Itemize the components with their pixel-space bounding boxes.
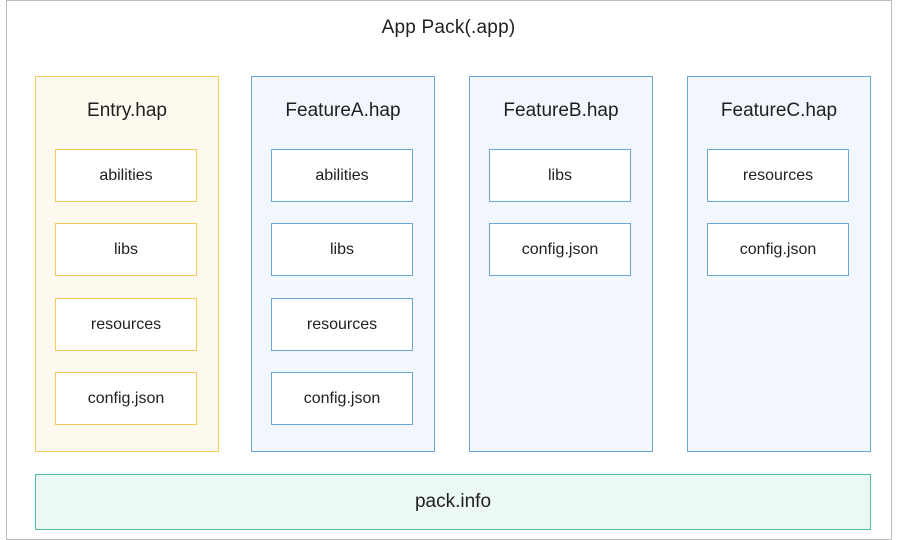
hap-title: Entry.hap xyxy=(87,100,167,121)
entry-hap-box: Entry.hap abilities libs resources confi… xyxy=(35,76,219,452)
hap-title: FeatureA.hap xyxy=(285,100,401,121)
hap-title: FeatureC.hap xyxy=(720,100,838,121)
hap-item-resources: resources xyxy=(707,149,849,202)
hap-title: FeatureB.hap xyxy=(503,100,619,121)
hap-item-config: config.json xyxy=(55,372,197,425)
hap-item-resources: resources xyxy=(55,298,197,351)
hap-item-resources: resources xyxy=(271,298,413,351)
hap-item-abilities: abilities xyxy=(271,149,413,202)
hap-item-libs: libs xyxy=(271,223,413,276)
hap-item-abilities: abilities xyxy=(55,149,197,202)
pack-info-box: pack.info xyxy=(35,474,871,530)
hap-item-config: config.json xyxy=(271,372,413,425)
hap-item-libs: libs xyxy=(489,149,631,202)
app-pack-title: App Pack(.app) xyxy=(381,17,516,38)
hap-item-config: config.json xyxy=(707,223,849,276)
feature-c-hap-box: FeatureC.hap resources config.json xyxy=(687,76,871,452)
hap-item-config: config.json xyxy=(489,223,631,276)
feature-a-hap-box: FeatureA.hap abilities libs resources co… xyxy=(251,76,435,452)
hap-item-libs: libs xyxy=(55,223,197,276)
feature-b-hap-box: FeatureB.hap libs config.json xyxy=(469,76,653,452)
